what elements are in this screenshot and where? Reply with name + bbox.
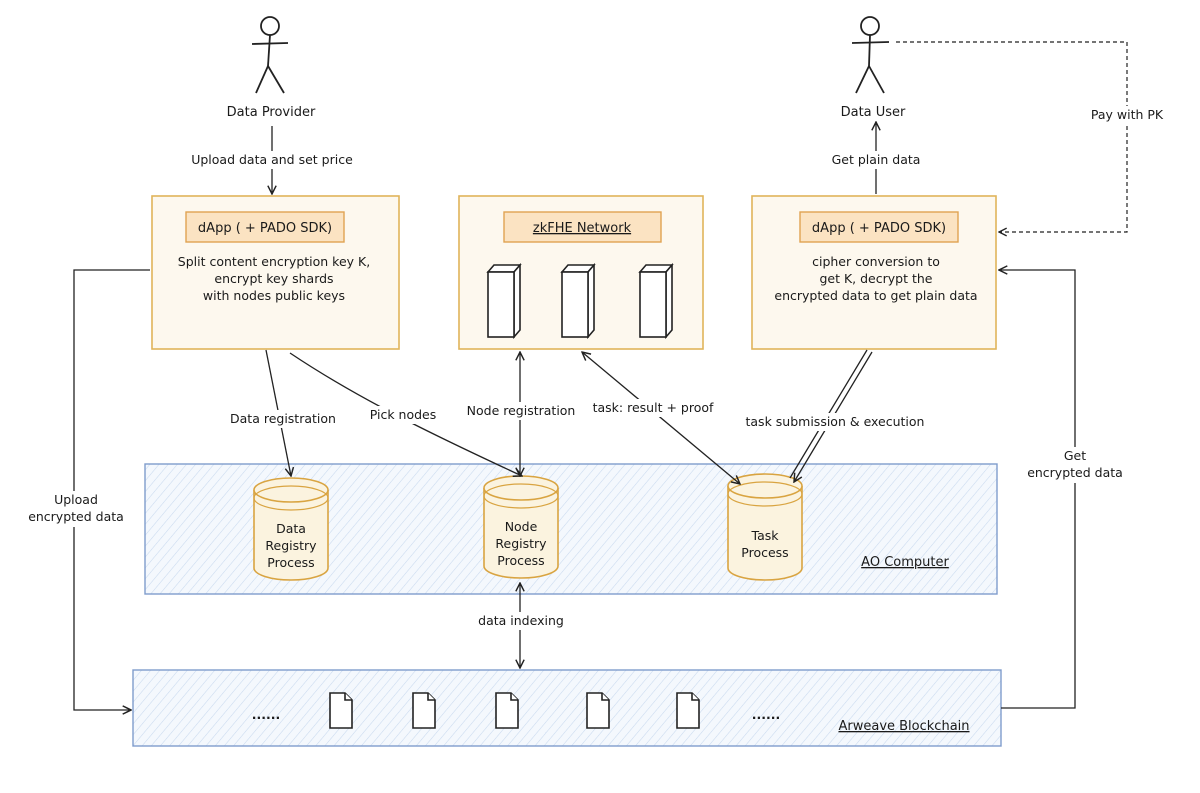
- left-dapp-box: dApp ( + PADO SDK) Split content encrypt…: [151, 195, 400, 350]
- edge-task-submission-label: task submission & execution: [746, 414, 925, 429]
- data-registry-line-3: Process: [267, 555, 314, 570]
- data-registry-line-1: Data: [276, 521, 306, 536]
- zkfhe-network-box: zkFHE Network: [458, 195, 704, 350]
- edge-get-plain-data: Get plain data: [828, 122, 924, 194]
- task-process: Task Process: [727, 473, 803, 581]
- node-registry-line-2: Registry: [495, 536, 547, 551]
- data-registry-line-2: Registry: [265, 538, 317, 553]
- edge-data-registration: Data registration: [226, 349, 340, 476]
- edge-upload-and-price-label: Upload data and set price: [191, 152, 353, 167]
- node-registry-line-3: Process: [497, 553, 544, 568]
- right-dapp-box: dApp ( + PADO SDK) cipher conversion to …: [751, 195, 997, 350]
- document-icon: [586, 692, 610, 729]
- edge-task-result-proof: task: result + proof: [582, 352, 740, 484]
- right-dapp-line-3: encrypted data to get plain data: [774, 288, 977, 303]
- server-icon: [638, 262, 674, 340]
- edge-data-indexing-label: data indexing: [478, 613, 564, 628]
- ellipsis-right: ......: [752, 707, 781, 722]
- server-icon: [560, 262, 596, 340]
- edge-pay-with-pk: Pay with PK: [896, 41, 1169, 232]
- right-dapp-line-1: cipher conversion to: [812, 254, 940, 269]
- left-dapp-line-1: Split content encryption key K,: [178, 254, 370, 269]
- edge-upload-encrypted-line-1: Upload: [54, 492, 98, 507]
- edge-data-indexing: data indexing: [476, 583, 566, 668]
- edge-get-encrypted: Get encrypted data: [999, 270, 1128, 709]
- document-icon: [495, 692, 519, 729]
- ellipsis-left: ......: [252, 707, 281, 722]
- edge-task-submission: task submission & execution: [740, 349, 930, 482]
- server-icon: [486, 262, 522, 340]
- arweave-blockchain-layer: Arweave Blockchain ...... ......: [132, 669, 1002, 747]
- edge-data-registration-label: Data registration: [230, 411, 336, 426]
- document-icon: [676, 692, 700, 729]
- ao-computer-label: AO Computer: [861, 555, 949, 570]
- edge-get-encrypted-line-1: Get: [1064, 448, 1086, 463]
- data-provider-actor: Data Provider: [227, 16, 316, 120]
- edge-upload-encrypted: Upload encrypted data: [26, 269, 150, 710]
- right-dapp-line-2: get K, decrypt the: [819, 271, 932, 286]
- edge-pick-nodes: Pick nodes: [289, 352, 522, 476]
- edge-node-registration: Node registration: [462, 352, 580, 476]
- edge-task-result-proof-label: task: result + proof: [593, 400, 714, 415]
- document-icon: [329, 692, 353, 729]
- edge-node-registration-label: Node registration: [467, 403, 576, 418]
- edge-pick-nodes-label: Pick nodes: [370, 407, 437, 422]
- edge-upload-and-price: Upload data and set price: [188, 126, 356, 194]
- left-dapp-title: dApp ( + PADO SDK): [198, 221, 332, 236]
- left-dapp-line-2: encrypt key shards: [214, 271, 333, 286]
- task-process-line-1: Task: [751, 528, 780, 543]
- right-dapp-title: dApp ( + PADO SDK): [812, 221, 946, 236]
- edge-get-encrypted-line-2: encrypted data: [1027, 465, 1123, 480]
- node-registry-process: Node Registry Process: [483, 475, 559, 579]
- document-icon: [412, 692, 436, 729]
- data-user-actor: Data User: [841, 16, 906, 120]
- task-process-line-2: Process: [741, 545, 788, 560]
- edge-pay-with-pk-label: Pay with PK: [1091, 107, 1164, 122]
- zkfhe-network-title: zkFHE Network: [533, 221, 632, 236]
- edge-get-plain-data-label: Get plain data: [832, 152, 921, 167]
- data-registry-process: Data Registry Process: [253, 477, 329, 581]
- left-dapp-line-3: with nodes public keys: [203, 288, 345, 303]
- arweave-blockchain-label: Arweave Blockchain: [838, 719, 969, 734]
- data-user-label: Data User: [841, 105, 906, 120]
- data-provider-label: Data Provider: [227, 105, 316, 120]
- person-icon: [851, 16, 890, 94]
- node-registry-line-1: Node: [505, 519, 538, 534]
- person-icon: [251, 16, 289, 94]
- edge-upload-encrypted-line-2: encrypted data: [28, 509, 124, 524]
